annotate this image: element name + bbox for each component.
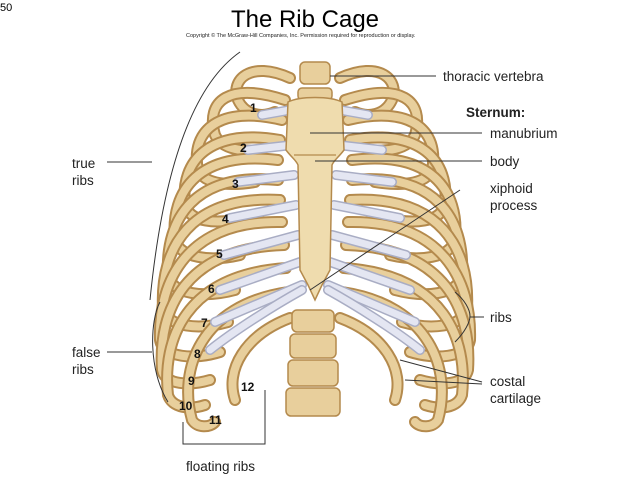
copyright-notice: Copyright © The McGraw-Hill Companies, I… [186,33,416,39]
page-title: The Rib Cage [230,6,380,33]
rib-numbers: 1 2 3 4 5 6 7 8 9 10 11 12 [179,101,257,427]
rib-number-1: 1 [250,101,257,115]
label-false-ribs-line1: false [72,345,101,360]
label-xiphoid-line2: process [490,198,538,213]
label-body: body [490,154,520,169]
label-costal-line2: cartilage [490,391,541,406]
rib-number-4: 4 [222,212,229,226]
thoracic-vertebra [285,61,341,417]
rib-number-8: 8 [194,347,201,361]
label-true-ribs-line1: true [72,156,95,171]
label-costal-line1: costal [490,374,525,389]
rib-number-10: 10 [179,399,193,413]
rib-number-12: 12 [241,380,255,394]
slide-number: 50 [0,2,13,14]
label-manubrium: manubrium [490,126,558,141]
label-false-ribs-line2: ribs [72,362,94,377]
label-xiphoid-line1: xiphoid [490,181,533,196]
label-true-ribs-line2: ribs [72,173,94,188]
label-ribs: ribs [490,310,512,325]
right-ribs [334,65,477,433]
costal-cartilages [205,105,425,355]
label-sternum: Sternum: [466,105,525,120]
leader-lines [107,51,484,445]
sternum [285,96,345,302]
rib-number-2: 2 [240,141,247,155]
rib-number-6: 6 [208,282,215,296]
rib-number-9: 9 [188,374,195,388]
rib-number-11: 11 [209,413,222,427]
rib-number-7: 7 [201,316,208,330]
rib-number-3: 3 [232,177,239,191]
rib-number-5: 5 [216,247,223,261]
label-floating-ribs: floating ribs [186,459,255,474]
label-thoracic-vertebra: thoracic vertebra [443,69,544,84]
left-ribs [153,65,296,433]
